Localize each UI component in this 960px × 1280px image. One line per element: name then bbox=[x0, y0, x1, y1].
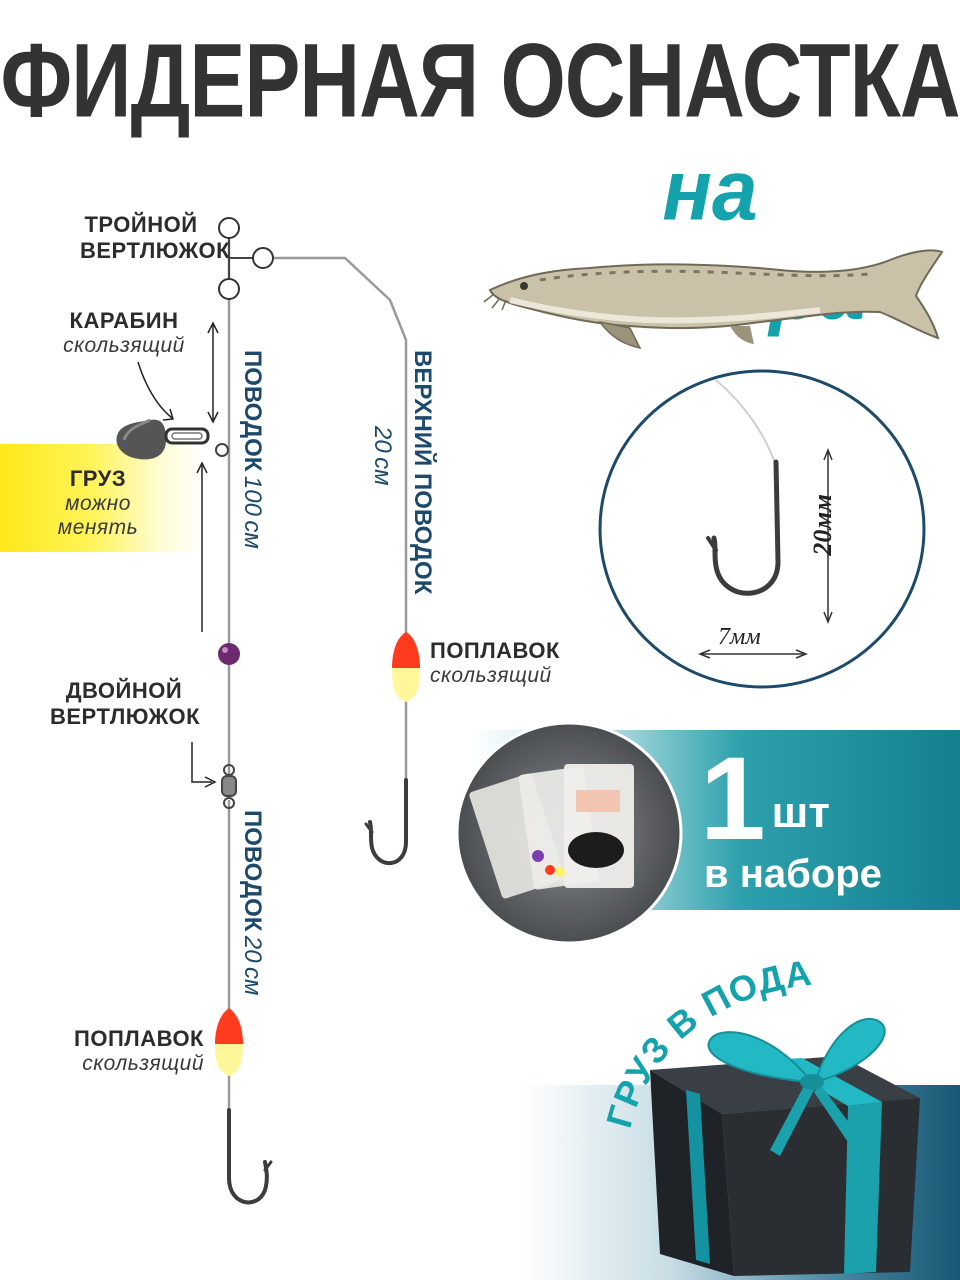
snap-label: КАРАБИН скользящий bbox=[63, 308, 185, 357]
bottom-float-label: ПОПЛАВОК скользящий bbox=[74, 1026, 204, 1075]
top-float-label: ПОПЛАВОК скользящий bbox=[430, 638, 560, 687]
triple-swivel-icon bbox=[218, 217, 274, 300]
bead-icon bbox=[218, 643, 240, 665]
main-leader-label: ПОВОДОК 100 см bbox=[239, 350, 266, 549]
hook-closeup bbox=[598, 369, 926, 689]
bottom-hook-icon bbox=[227, 1108, 273, 1205]
sturgeon-fish-icon bbox=[483, 249, 944, 350]
double-swivel-arrow bbox=[191, 461, 217, 788]
count-unit: шт bbox=[771, 788, 830, 837]
package-bag-icon bbox=[469, 764, 634, 899]
double-swivel-label: ДВОЙНОЙ ВЕРТЛЮЖОК bbox=[50, 678, 201, 729]
weight-label: ГРУЗ можно менять bbox=[57, 466, 139, 539]
upper-leader-length: 20 см bbox=[369, 426, 396, 486]
count-number: 1 bbox=[700, 733, 766, 865]
top-float-icon bbox=[392, 632, 420, 702]
page-title: ФИДЕРНАЯ ОСНАСТКА bbox=[0, 21, 960, 139]
gift-box-icon bbox=[650, 1017, 920, 1276]
upper-leader-label: ВЕРХНИЙ ПОВОДОК bbox=[409, 350, 436, 595]
weight-highlight bbox=[0, 444, 205, 552]
triple-swivel-label: ТРОЙНОЙ ВЕРТЛЮЖОК bbox=[80, 212, 231, 263]
upper-leader-line bbox=[263, 256, 408, 800]
snap-arrow bbox=[137, 321, 219, 424]
double-swivel-icon bbox=[221, 764, 237, 809]
lower-leader-label: ПОВОДОК 20 см bbox=[239, 810, 266, 996]
sinker-weight-icon bbox=[116, 418, 166, 460]
count-in-set: в наборе bbox=[704, 852, 882, 896]
package-photo bbox=[455, 721, 683, 945]
hook-height-label: 20мм bbox=[808, 494, 837, 556]
sliding-snap-icon bbox=[164, 427, 229, 457]
bottom-float-icon bbox=[215, 1008, 243, 1076]
hook-width-label: 7мм bbox=[718, 624, 761, 650]
top-hook-icon bbox=[364, 778, 408, 866]
hook-icon bbox=[706, 459, 781, 596]
